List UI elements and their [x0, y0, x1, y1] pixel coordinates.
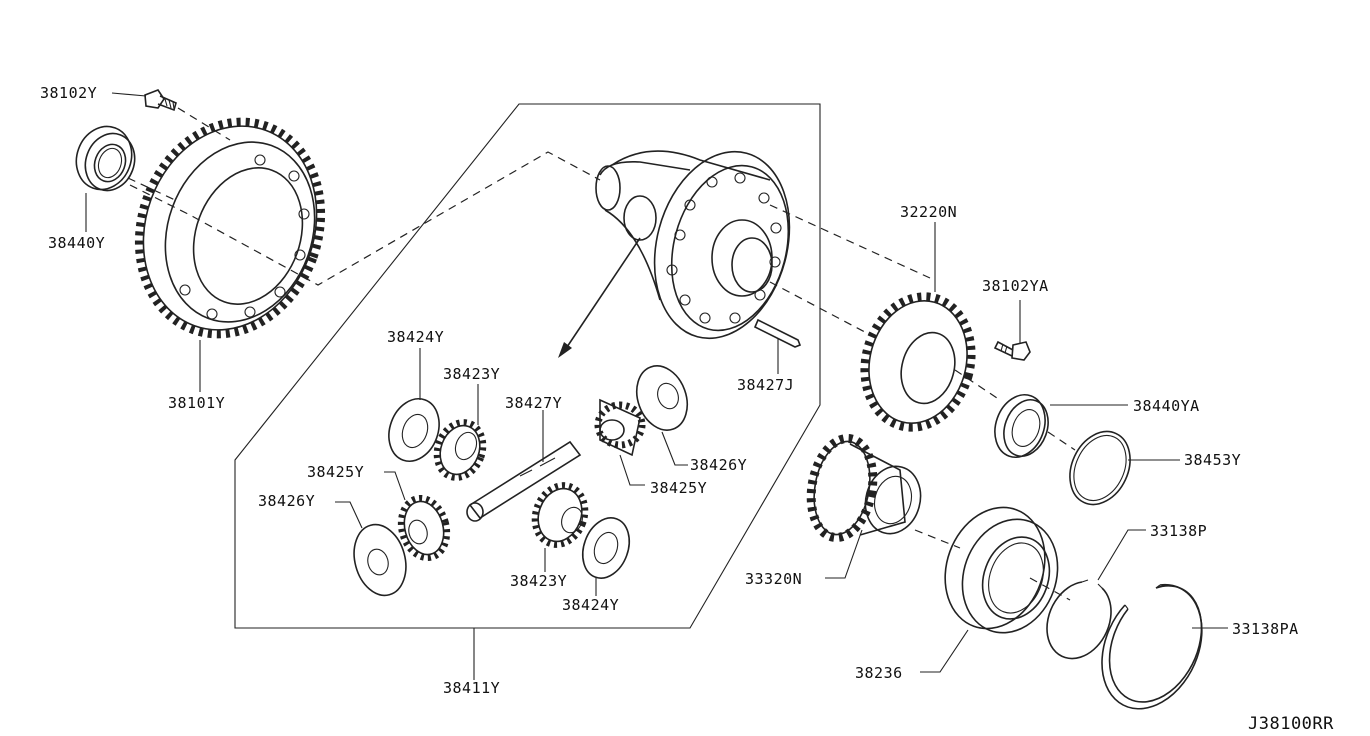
label-38440YA[interactable]: 38440YA: [1133, 397, 1200, 415]
shim-icon: [1069, 430, 1131, 506]
label-38424Y-lower[interactable]: 38424Y: [562, 596, 619, 614]
side-gear-icon: [531, 482, 589, 548]
label-38427Y[interactable]: 38427Y: [505, 394, 562, 412]
side-gear-icon: [433, 419, 487, 481]
pinion-shaft-icon: [466, 440, 582, 522]
bearing-race-icon: [994, 394, 1049, 458]
label-32220N[interactable]: 32220N: [900, 203, 957, 221]
thrust-washer-icon: [388, 398, 440, 462]
label-33138P[interactable]: 33138P: [1150, 522, 1207, 540]
pinion-washer-icon: [635, 365, 689, 431]
bearing-race-icon: [75, 125, 136, 192]
bolt-icon: [144, 89, 177, 112]
label-38423Y-lower[interactable]: 38423Y: [510, 572, 567, 590]
label-38425Y-right[interactable]: 38425Y: [650, 479, 707, 497]
pinion-gear-icon: [594, 398, 646, 457]
label-38101Y[interactable]: 38101Y: [168, 394, 225, 412]
label-38411Y[interactable]: 38411Y: [443, 679, 500, 697]
parking-gear-icon: [806, 433, 922, 543]
label-38424Y-upper[interactable]: 38424Y: [387, 328, 444, 346]
label-38102YA[interactable]: 38102YA: [982, 277, 1049, 295]
label-38427J[interactable]: 38427J: [737, 376, 794, 394]
label-38453Y[interactable]: 38453Y: [1184, 451, 1241, 469]
pinion-washer-icon: [353, 523, 407, 597]
pinion-gear-icon: [397, 494, 451, 562]
label-38425Y-left[interactable]: 38425Y: [307, 463, 364, 481]
snap-ring-icon: [1046, 579, 1112, 660]
label-33320N[interactable]: 33320N: [745, 570, 802, 588]
bearing-icon: [944, 506, 1059, 634]
bolt-icon: [993, 340, 1031, 361]
label-38426Y-left[interactable]: 38426Y: [258, 492, 315, 510]
thrust-washer-icon: [581, 517, 631, 579]
diagram-reference-code: J38100RR: [1248, 714, 1334, 734]
label-38426Y-right[interactable]: 38426Y: [690, 456, 747, 474]
ring-gear-icon: [134, 117, 326, 339]
label-38102Y[interactable]: 38102Y: [40, 84, 97, 102]
label-33138PA[interactable]: 33138PA: [1232, 620, 1299, 638]
speedometer-gear-icon: [860, 292, 976, 432]
lock-pin-icon: [753, 318, 802, 348]
label-38440Y[interactable]: 38440Y: [48, 234, 105, 252]
label-38423Y-upper[interactable]: 38423Y: [443, 365, 500, 383]
snap-ring-icon: [1101, 583, 1203, 710]
assembly-boundary: [234, 103, 821, 629]
differential-case-icon: [595, 150, 791, 340]
label-38236[interactable]: 38236: [855, 664, 903, 682]
